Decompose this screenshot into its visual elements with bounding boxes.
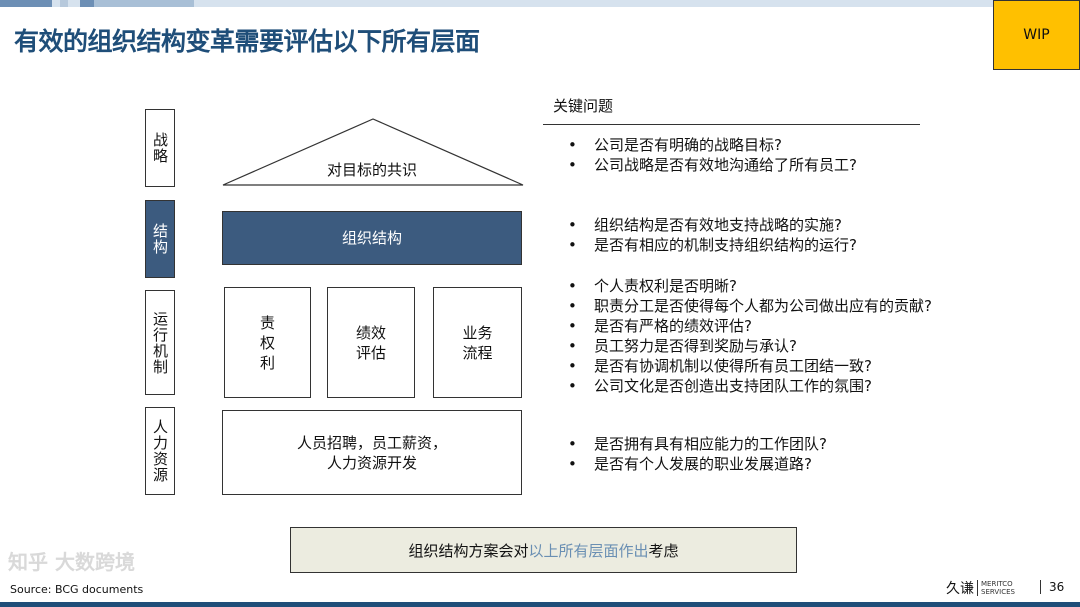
org-structure-box: 组织结构 [222, 211, 522, 265]
layer-label-structure: 结构 [145, 200, 175, 278]
list-item: •员工努力是否得到奖励与承认? [568, 337, 797, 355]
bottom-bar [0, 602, 1080, 607]
hr-box: 人员招聘，员工薪资， 人力资源开发 [222, 410, 522, 495]
list-item: •是否有个人发展的职业发展道路? [568, 455, 812, 473]
top-bar-accent [94, 0, 194, 7]
layer-label-mechanism: 运行机制 [145, 290, 175, 395]
triangle-label: 对目标的共识 [326, 161, 417, 179]
list-item: •公司是否有明确的战略目标? [568, 136, 782, 154]
list-item: •组织结构是否有效地支持战略的实施? [568, 216, 842, 234]
question-group-structure: •组织结构是否有效地支持战略的实施? •是否有相应的机制支持组织结构的运行? [568, 215, 857, 255]
top-bar-accent [0, 0, 52, 7]
source-note: Source: BCG documents [10, 583, 144, 596]
mechanism-box-rights: 责 权 利 [224, 287, 311, 398]
layer-label-strategy: 战略 [145, 109, 175, 187]
top-bar-accent [60, 0, 68, 7]
list-item: •公司战略是否有效地沟通给了所有员工? [568, 156, 857, 174]
top-bar-accent [80, 0, 94, 7]
strategy-triangle [222, 118, 524, 186]
wip-badge: WIP [993, 0, 1080, 70]
page-title: 有效的组织结构变革需要评估以下所有层面 [14, 27, 480, 56]
mechanism-box-performance: 绩效 评估 [327, 287, 415, 398]
conclusion-highlight: 以上所有层面作出 [528, 541, 649, 560]
top-bar [0, 0, 1080, 7]
conclusion-box: 组织结构方案会对以上所有层面作出考虑 [290, 527, 797, 573]
list-item: •公司文化是否创造出支持团队工作的氛围? [568, 377, 872, 395]
list-item: •是否有协调机制以使得所有员工团结一致? [568, 357, 872, 375]
question-group-mechanism: •个人责权利是否明晰? •职责分工是否使得每个人都为公司做出应有的贡献? •是否… [568, 276, 932, 396]
watermark: 知乎 大数跨境 [8, 550, 135, 574]
question-group-strategy: •公司是否有明确的战略目标? •公司战略是否有效地沟通给了所有员工? [568, 135, 857, 175]
page-number: 36 [1040, 580, 1064, 594]
list-item: •个人责权利是否明晰? [568, 277, 737, 295]
divider [543, 124, 920, 125]
key-questions-heading: 关键问题 [553, 97, 614, 115]
mechanism-box-process: 业务 流程 [433, 287, 522, 398]
question-group-hr: •是否拥有具有相应能力的工作团队? •是否有个人发展的职业发展道路? [568, 434, 827, 474]
layer-label-hr: 人力资源 [145, 407, 175, 495]
list-item: •是否有相应的机制支持组织结构的运行? [568, 236, 857, 254]
list-item: •职责分工是否使得每个人都为公司做出应有的贡献? [568, 297, 932, 315]
list-item: •是否拥有具有相应能力的工作团队? [568, 435, 827, 453]
list-item: •是否有严格的绩效评估? [568, 317, 752, 335]
